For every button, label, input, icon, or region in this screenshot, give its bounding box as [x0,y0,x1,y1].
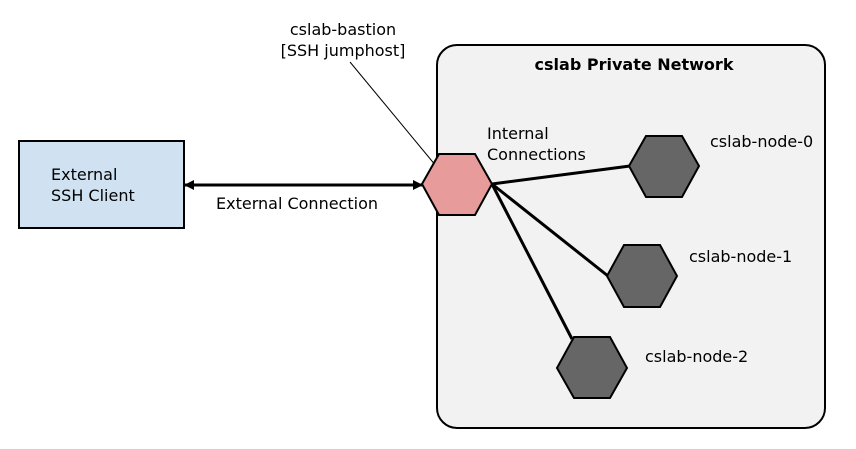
external-client-label-line2: SSH Client [51,186,135,205]
internal-link-node-1 [491,182,609,278]
external-connection-label: External Connection [216,194,378,213]
internal-connections-label-line2: Connections [487,145,586,164]
private-network-title: cslab Private Network [535,55,734,74]
node-1-label: cslab-node-1 [689,247,792,266]
bastion-hexagon [420,153,494,216]
private-network-box [436,44,826,429]
bastion-label-line1: cslab-bastion [290,20,396,39]
node-0-hexagon [627,135,701,198]
bastion-pointer-arrow [349,61,447,179]
external-client-box [18,140,185,229]
internal-link-node-0 [491,164,631,186]
node-2-label: cslab-node-2 [645,347,748,366]
node-1-hexagon [605,244,679,308]
external-client-label-line1: External [51,165,117,184]
node-2-hexagon [555,336,629,399]
node-0-label: cslab-node-0 [710,132,813,151]
bastion-label-line2: [SSH jumphost] [281,41,406,60]
internal-link-node-2 [490,183,574,340]
internal-connections-label-line1: Internal [487,124,549,143]
